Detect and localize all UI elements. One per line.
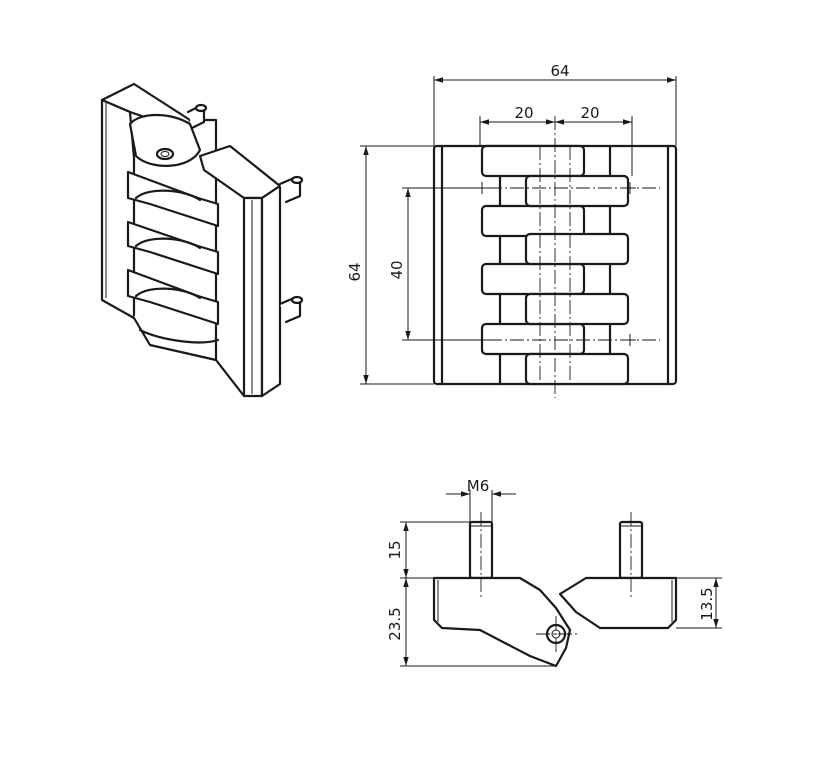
right-leaf (198, 144, 282, 398)
left-stud-top (186, 103, 208, 130)
right-leaf-profile (558, 576, 678, 630)
knuckles (126, 114, 220, 344)
side-view: M6 15 23.5 13.5 (386, 477, 722, 668)
dimension-overall-height: 64 (346, 145, 434, 385)
left-leaf-profile (432, 576, 572, 668)
dimension-body-height: 23.5 (386, 578, 556, 667)
dim-label-body-height: 23.5 (386, 607, 404, 640)
right-stud-top (278, 175, 304, 204)
dimension-stud-length: 15 (386, 521, 470, 579)
dimension-leaf-height: 13.5 (676, 577, 722, 629)
dim-label-overall-width: 64 (550, 62, 569, 80)
dim-label-hole-spacing: 40 (388, 260, 406, 279)
dimension-pitch: 20 20 (479, 104, 633, 176)
dimension-hole-spacing: 40 (388, 187, 466, 341)
dim-label-stud-length: 15 (386, 540, 404, 559)
dim-label-left-pitch: 20 (514, 104, 533, 122)
dimension-overall-width: 64 (433, 62, 677, 146)
dim-label-leaf-height: 13.5 (698, 587, 716, 620)
dim-label-thread: M6 (467, 477, 490, 495)
dimension-thread: M6 (446, 477, 516, 522)
dim-label-overall-height: 64 (346, 262, 364, 281)
front-view: 64 20 20 64 40 (346, 62, 678, 398)
right-stud-bottom (278, 295, 304, 324)
dim-label-right-pitch: 20 (580, 104, 599, 122)
isometric-view (100, 82, 304, 398)
